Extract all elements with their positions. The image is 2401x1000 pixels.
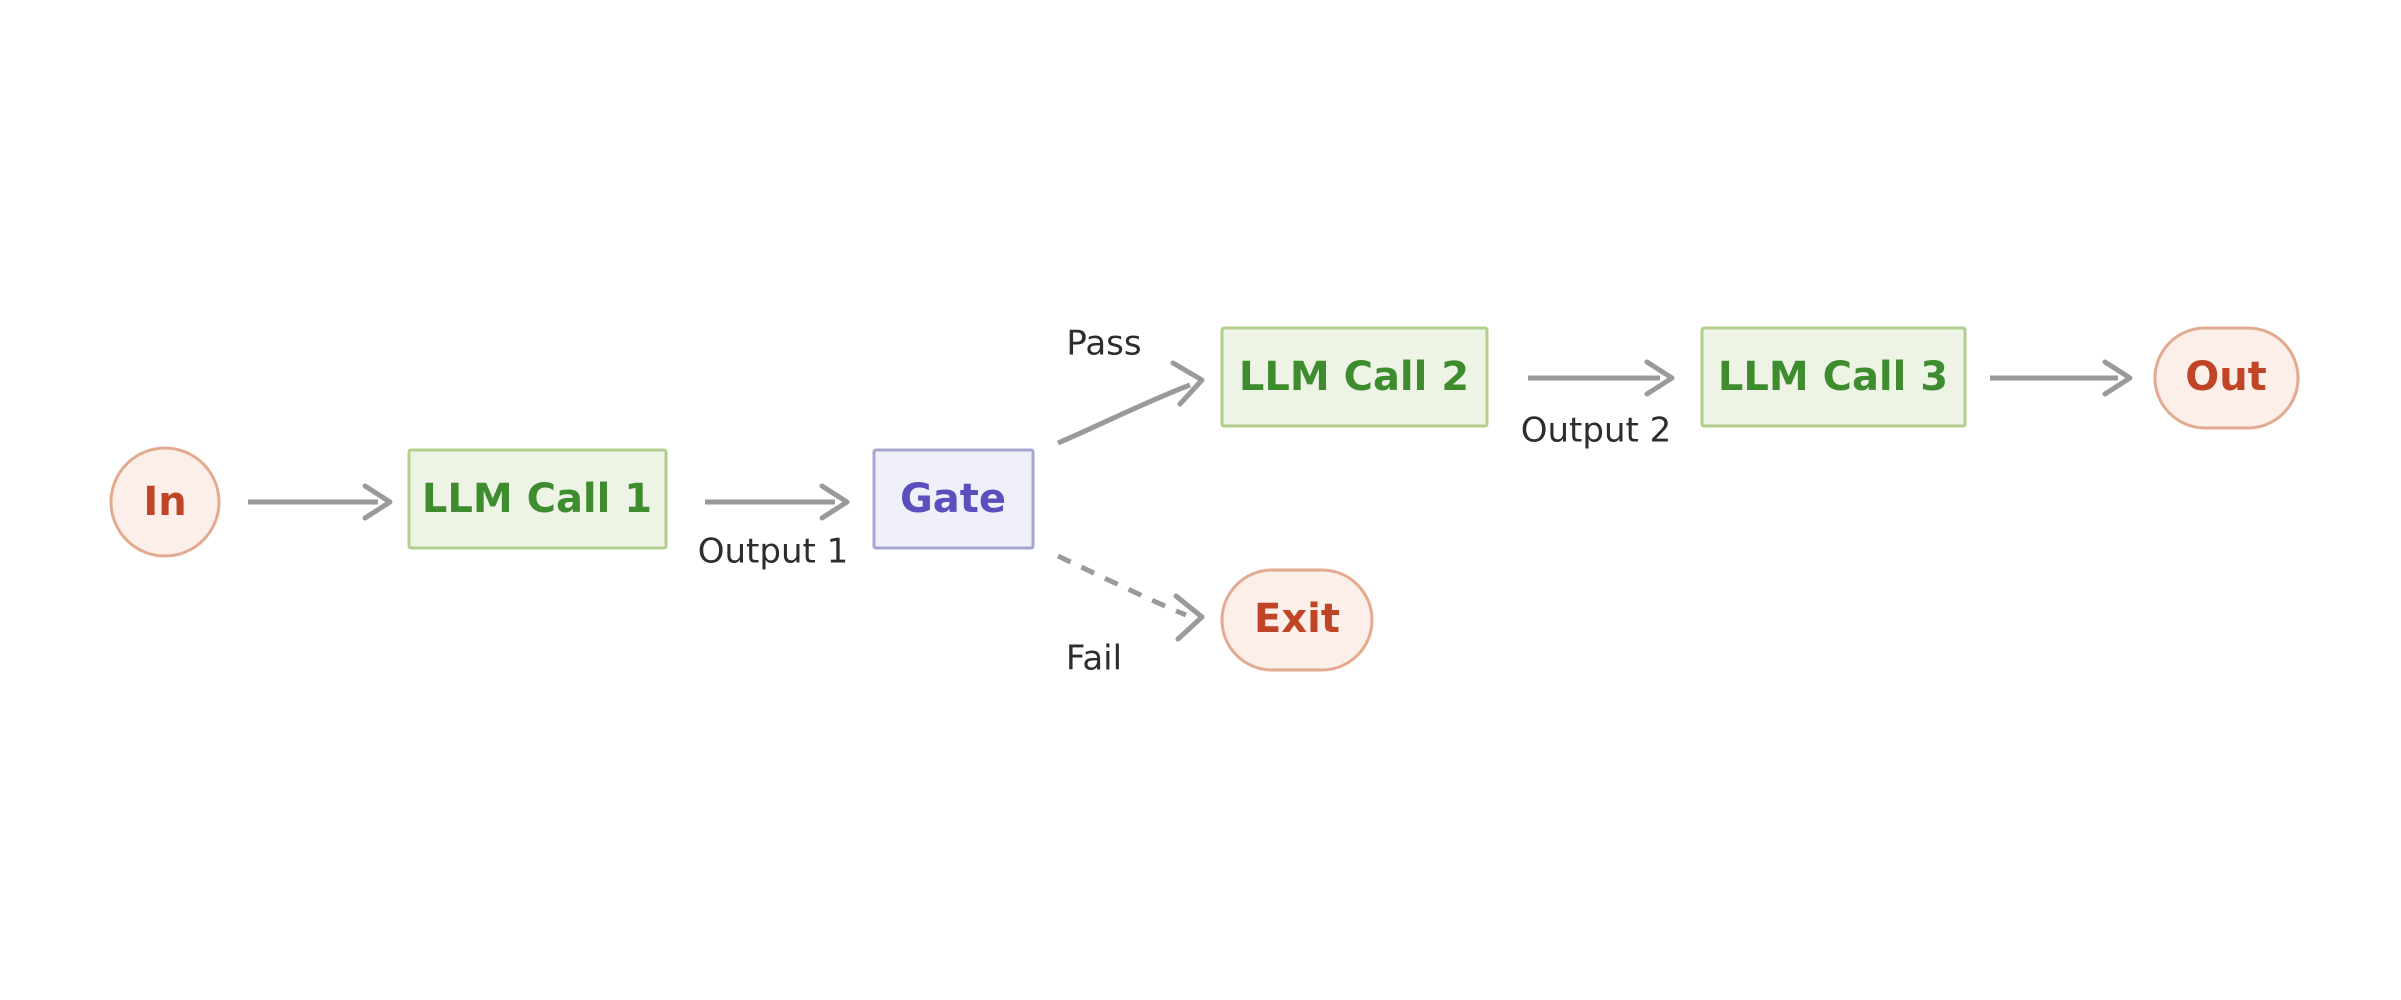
edge-in-to-llm-call-1	[248, 483, 393, 521]
node-out[interactable]: Out	[2153, 326, 2300, 430]
node-llm-call-2-label: LLM Call 2	[1239, 354, 1469, 400]
edge-gate-to-llm-call-2-pass: Pass	[1057, 324, 1205, 446]
node-gate[interactable]: Gate	[872, 448, 1035, 550]
node-llm-call-1-shape[interactable]	[407, 448, 668, 550]
node-llm-call-3-label: LLM Call 3	[1718, 354, 1948, 400]
node-llm-call-2-shape[interactable]	[1220, 326, 1489, 428]
node-llm-call-3-shape[interactable]	[1700, 326, 1967, 428]
node-exit-shape[interactable]	[1220, 568, 1374, 672]
arrowhead-icon	[2102, 359, 2133, 397]
arrowhead-icon	[362, 483, 393, 521]
edge-curve-dashed	[1056, 553, 1187, 618]
edge-label-pass: Pass	[1066, 324, 1141, 364]
node-gate-shape[interactable]	[872, 448, 1035, 550]
edge-llm-call-2-to-llm-call-3: Output 2	[1521, 359, 1675, 451]
edge-label-output-2: Output 2	[1521, 411, 1672, 451]
node-llm-call-1[interactable]: LLM Call 1	[407, 448, 668, 550]
edge-llm-call-3-to-out	[1990, 359, 2133, 397]
edge-label-fail: Fail	[1066, 639, 1122, 679]
edge-gate-to-exit-fail: Fail	[1056, 553, 1205, 679]
arrowhead-icon	[1173, 593, 1205, 642]
node-exit[interactable]: Exit	[1220, 568, 1374, 672]
node-out-shape[interactable]	[2153, 326, 2300, 430]
node-in-label: In	[143, 479, 186, 525]
node-gate-label: Gate	[900, 476, 1006, 522]
node-exit-label: Exit	[1254, 596, 1340, 642]
node-llm-call-1-label: LLM Call 1	[422, 476, 652, 522]
node-in-shape[interactable]	[109, 446, 221, 558]
edge-llm-call-1-to-gate: Output 1	[698, 483, 850, 572]
node-out-label: Out	[2185, 354, 2267, 400]
arrowhead-icon	[1170, 360, 1205, 407]
edge-curve	[1057, 382, 1191, 446]
edge-label-output-1: Output 1	[698, 532, 849, 572]
arrowhead-icon	[1644, 359, 1675, 397]
node-in[interactable]: In	[109, 446, 221, 558]
node-llm-call-2[interactable]: LLM Call 2	[1220, 326, 1489, 428]
arrowhead-icon	[819, 483, 850, 521]
node-llm-call-3[interactable]: LLM Call 3	[1700, 326, 1967, 428]
